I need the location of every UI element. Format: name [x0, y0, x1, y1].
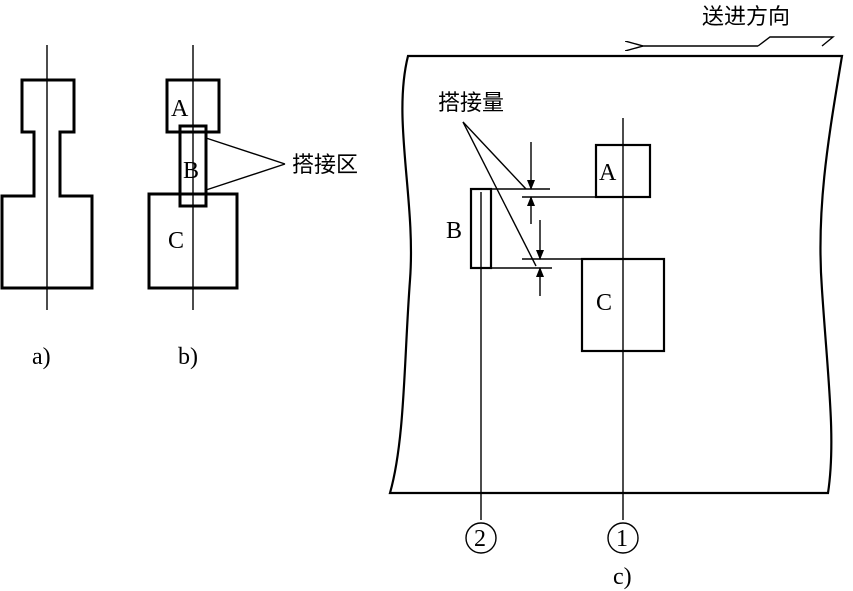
panel-b-overlap-zone-label: 搭接区 — [292, 153, 358, 178]
panel-b-leader-bottom — [205, 163, 286, 191]
panel-b-leader-top — [205, 137, 286, 165]
feed-direction-flag — [757, 36, 835, 47]
station-1-marker — [607, 522, 639, 554]
overlap-leader-1 — [462, 121, 527, 190]
panel-c-caption: c) — [613, 564, 632, 590]
panel-b-label-a: A — [171, 96, 189, 122]
panel-c-box-c — [580, 257, 666, 353]
panel-c-box-b — [469, 187, 493, 270]
overlap-amount-label: 搭接量 — [438, 91, 504, 116]
panel-a-part-outline — [0, 78, 94, 290]
panel-b-label-b: B — [183, 158, 199, 184]
station-2-marker — [465, 522, 497, 554]
panel-b-label-c: C — [168, 228, 184, 254]
panel-c-label-a: A — [599, 160, 617, 186]
panel-b-caption: b) — [178, 344, 198, 370]
panel-b: A B C 搭接区 b) — [147, 45, 358, 370]
panel-c-box-a — [594, 143, 652, 199]
panel-c-label-b: B — [446, 218, 462, 244]
overlap-leader-2 — [462, 121, 537, 267]
panel-a-caption: a) — [32, 344, 51, 370]
strip-outline — [388, 54, 844, 495]
panel-c: 送进方向 A B C 搭接量 1 2 c) — [388, 5, 844, 590]
feed-direction-label: 送进方向 — [702, 5, 790, 30]
panel-a: a) — [0, 45, 94, 370]
station-1-label: 1 — [616, 526, 628, 552]
panel-c-label-c: C — [596, 290, 612, 316]
station-2-label: 2 — [474, 526, 486, 552]
